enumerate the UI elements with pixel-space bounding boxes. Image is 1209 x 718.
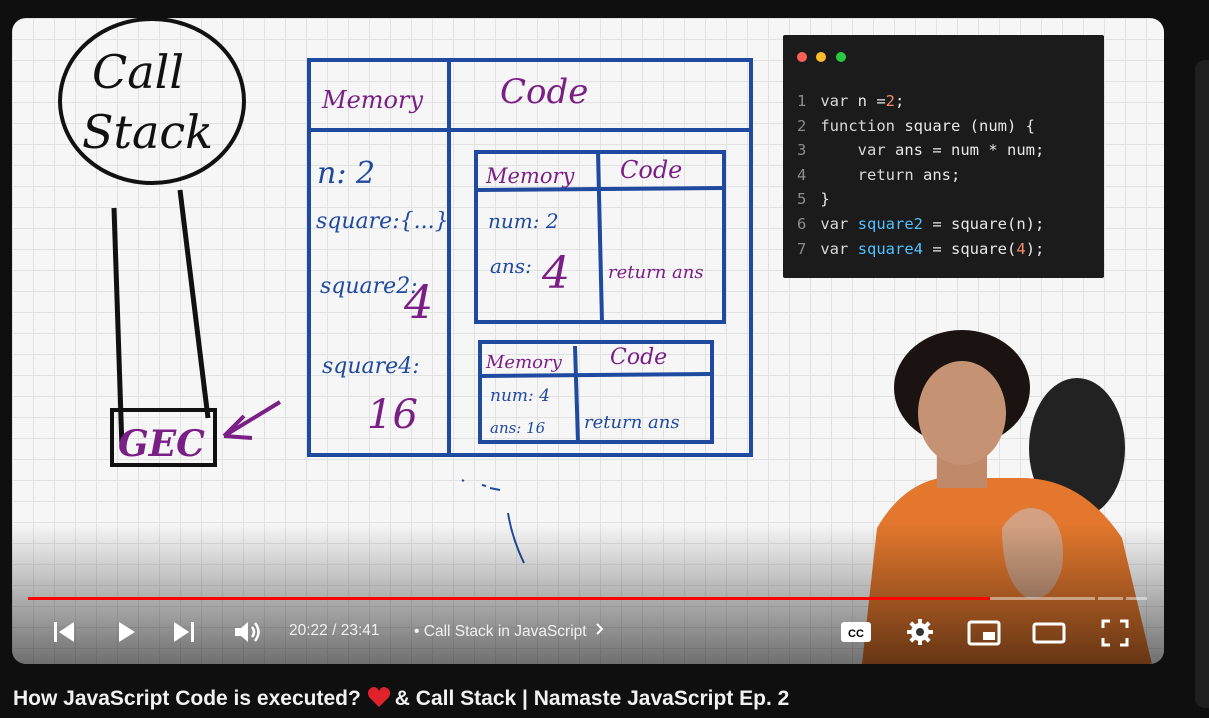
gec-label: GEC: [118, 423, 205, 465]
settings-gear-icon[interactable]: [906, 618, 934, 646]
inner-context-2-vdivider: [573, 345, 580, 443]
captions-button[interactable]: CC: [840, 620, 872, 644]
chapter-bullet: •: [414, 623, 420, 640]
previous-button[interactable]: [50, 618, 78, 646]
video-player[interactable]: Call Stack GEC Memory Code n: 2 square:{…: [12, 18, 1164, 664]
video-title-part2: & Call Stack | Namaste JavaScript Ep. 2: [394, 687, 790, 710]
window-controls: [797, 49, 851, 67]
line-number: 4: [797, 165, 807, 184]
inner-context-1-hdivider: [475, 186, 725, 192]
code-snippet-window: 1 var n =2;2 function square (num) {3 va…: [783, 35, 1104, 278]
gec-arrow: [222, 400, 282, 440]
inner1-ans-label: ans:: [490, 254, 532, 278]
progress-bar[interactable]: [28, 597, 1147, 600]
mem-square4: square4:: [322, 354, 420, 379]
code-line: 4 return ans;: [797, 163, 1044, 188]
code-text: var square2 = square(n);: [820, 214, 1045, 233]
time-display: 20:22 / 23:41: [289, 622, 380, 640]
code-line: 2 function square (num) {: [797, 114, 1044, 139]
minimize-dot-icon: [816, 52, 827, 62]
pen-stroke: [461, 479, 525, 564]
code-text: }: [811, 190, 830, 209]
inner-context-2-hdivider: [479, 372, 713, 378]
code-line: 7 var square4 = square(4);: [797, 237, 1044, 262]
code-text: return ans;: [857, 165, 961, 184]
line-number: 3: [797, 141, 807, 160]
inner1-return: return ans: [608, 262, 704, 283]
line-number: 2: [797, 116, 807, 135]
time-separator: /: [332, 622, 337, 639]
inner-context-1-vdivider: [596, 151, 604, 323]
close-dot-icon: [797, 52, 807, 62]
call-stack-circle: [58, 18, 246, 185]
code-line: 3 var ans = num * num;: [797, 138, 1044, 163]
inner2-num: num: 4: [490, 386, 550, 406]
memory-header: Memory: [321, 86, 423, 114]
line-number: 7: [797, 239, 807, 258]
code-header: Code: [500, 72, 588, 112]
inner1-num: num: 2: [488, 209, 559, 233]
mem-square: square:{...}: [316, 209, 449, 234]
progress-fill: [28, 597, 991, 600]
mem-square2-value: 4: [403, 275, 433, 329]
volume-button[interactable]: [232, 618, 264, 646]
chapter-title: Call Stack in JavaScript: [423, 623, 587, 640]
miniplayer-button[interactable]: [967, 620, 1001, 646]
code-line: 6 var square2 = square(n);: [797, 212, 1044, 237]
chapter-title-button[interactable]: • Call Stack in JavaScript: [414, 622, 605, 641]
fullscreen-button[interactable]: [1100, 618, 1130, 648]
side-panel: [1195, 60, 1209, 708]
current-time: 20:22: [289, 622, 328, 639]
mem-n: n: 2: [317, 156, 375, 191]
theater-mode-button[interactable]: [1032, 620, 1066, 646]
maximize-dot-icon: [835, 52, 846, 62]
heart-icon: [367, 686, 391, 714]
code-lines: 1 var n =2;2 function square (num) {3 va…: [797, 89, 1044, 261]
code-text: var square4 = square(4);: [820, 239, 1045, 258]
call-stack-right-wall: [177, 189, 211, 419]
inner1-ans-value: 4: [541, 248, 570, 299]
next-button[interactable]: [170, 618, 198, 646]
inner2-return: return ans: [584, 412, 680, 433]
video-title: How JavaScript Code is executed? & Call S…: [13, 686, 789, 714]
line-number: 1: [797, 92, 807, 110]
inner-context-2: [478, 340, 714, 444]
controls-gradient: [12, 524, 1164, 664]
call-stack-title-line2: Stack: [82, 105, 213, 159]
svg-text:CC: CC: [848, 628, 864, 640]
code-text: function square (num) {: [820, 116, 1035, 135]
chapter-segment: [1098, 597, 1123, 600]
chapter-segment: [1126, 597, 1147, 600]
mem-square4-value: 16: [367, 392, 418, 438]
duration: 23:41: [340, 622, 380, 639]
video-title-part1: How JavaScript Code is executed?: [13, 687, 361, 710]
inner2-memory-header: Memory: [485, 352, 563, 373]
gec-box: [110, 408, 217, 467]
inner2-ans: ans: 16: [490, 419, 546, 437]
whiteboard: Call Stack GEC Memory Code n: 2 square:{…: [58, 18, 753, 564]
line-number: 5: [797, 190, 807, 209]
line-number: 6: [797, 214, 807, 233]
chevron-right-icon: [595, 622, 605, 641]
execution-context-box: [307, 58, 753, 457]
code-line: 5 }: [797, 187, 1044, 212]
call-stack-title-line1: Call: [92, 45, 184, 99]
play-button[interactable]: [112, 618, 140, 646]
inner1-memory-header: Memory: [485, 164, 576, 188]
code-line: 1 var n =2;: [797, 89, 1044, 114]
inner2-code-header: Code: [610, 345, 667, 370]
inner1-code-header: Code: [620, 156, 682, 184]
code-text: var n =2;: [820, 92, 905, 110]
presenter-face: [918, 361, 1006, 465]
mem-square2: square2:: [320, 274, 418, 299]
code-text: var ans = num * num;: [857, 141, 1045, 160]
